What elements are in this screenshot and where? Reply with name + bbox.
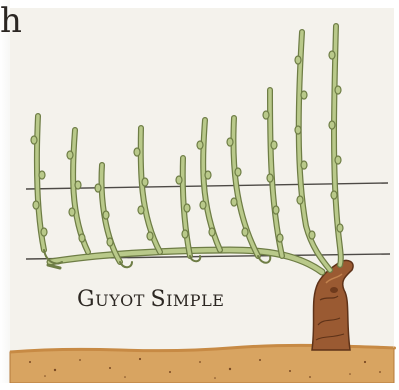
caption-title: GUYOT SIMPLE bbox=[77, 287, 224, 312]
vine-trunk bbox=[312, 260, 353, 350]
page-bottom-margin bbox=[0, 383, 399, 390]
caption-initial-2: S bbox=[151, 287, 167, 312]
soil-ground bbox=[10, 345, 395, 383]
corner-letter: h bbox=[0, 4, 22, 38]
caption-initial-1: G bbox=[77, 287, 95, 312]
caption-word-1: UYOT bbox=[95, 291, 145, 310]
caption-word-2: IMPLE bbox=[166, 291, 224, 310]
